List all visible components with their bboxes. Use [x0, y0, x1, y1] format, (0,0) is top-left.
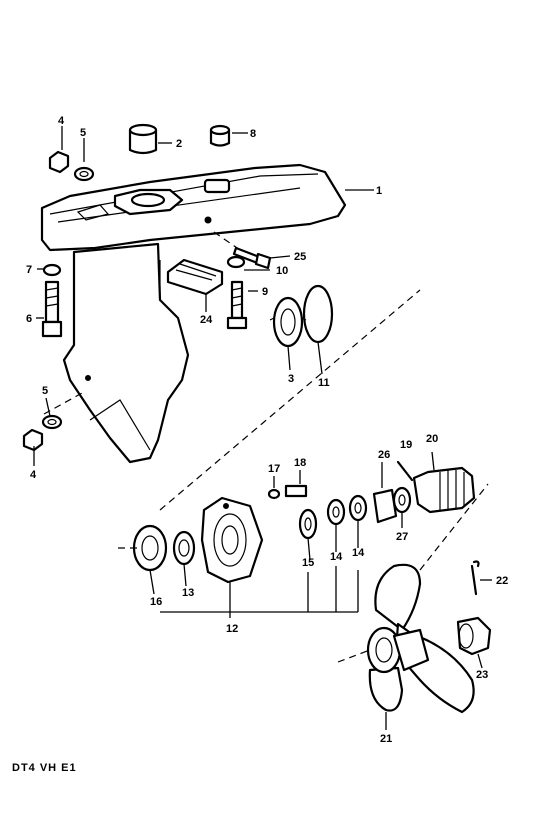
part-16-bearing-shape: [132, 524, 168, 572]
part-11-label: 11: [318, 377, 330, 389]
part-10-label: 10: [276, 265, 288, 277]
part-4-top-label: 4: [58, 115, 65, 127]
part-8-collar-shape: [209, 124, 231, 147]
drawing-code: DT4 VH E1: [12, 762, 77, 774]
assembly-centerlines: [43, 231, 489, 663]
part-9-bolt-shape: [226, 280, 248, 330]
part-26-27-sleeve-shape: [372, 486, 412, 524]
part-3-bearing-shape: [269, 296, 307, 348]
part-21-label: 21: [380, 733, 392, 745]
part-20-label: 20: [426, 433, 438, 445]
part-23-nut-shape: [456, 616, 492, 656]
part-13-label: 13: [182, 587, 194, 599]
part-1-label: 1: [376, 185, 382, 197]
part-11-o-ring-shape: [302, 284, 334, 344]
part-15-seal-shape: [298, 508, 318, 540]
gear-case-housing: [40, 163, 347, 464]
part-number-labels: 4 5 2 8 1 7 6 10 25 9 24 3 11 5 4 17 18 …: [26, 115, 508, 745]
part-15-label: 15: [302, 557, 314, 569]
part-19-label: 19: [400, 439, 412, 451]
part-14-b-label: 14: [352, 547, 365, 559]
part-24-plate-shape: [166, 258, 224, 296]
part-2-label: 2: [176, 138, 182, 150]
part-16-label: 16: [150, 596, 162, 608]
part-24-label: 24: [200, 314, 213, 326]
part-14-seals-shape: [326, 494, 368, 526]
part-18-label: 18: [294, 457, 306, 469]
part-12-label: 12: [226, 623, 238, 635]
part-5-bottom-label: 5: [42, 385, 48, 397]
part-27-label: 27: [396, 531, 408, 543]
part-14-a-label: 14: [330, 551, 343, 563]
part-17-label: 17: [268, 463, 280, 475]
part-9-label: 9: [262, 286, 268, 298]
leader-lines: [33, 126, 492, 730]
part-23-label: 23: [476, 669, 488, 681]
part-21-propeller-shape: [366, 563, 475, 714]
part-12-housing-shape: [200, 496, 264, 584]
part-7-label: 7: [26, 264, 32, 276]
part-13-ring-shape: [172, 530, 196, 566]
part-25-label: 25: [294, 251, 306, 263]
part-6-label: 6: [26, 313, 32, 325]
part-10-25-fastener: [226, 246, 272, 270]
part-19-pin-shape: [396, 460, 414, 482]
part-17-18-fastener: [267, 484, 308, 500]
part-4-5-top-fastener: [48, 150, 95, 182]
part-6-7-bolt-washer: [41, 263, 63, 338]
part-4-bottom-label: 4: [30, 469, 37, 481]
part-2-sleeve-shape: [128, 123, 158, 155]
part-26-label: 26: [378, 449, 390, 461]
part-20-spline-hub-shape: [412, 466, 476, 514]
part-8-label: 8: [250, 128, 256, 140]
part-3-label: 3: [288, 373, 294, 385]
part-5-top-label: 5: [80, 127, 86, 139]
part-22-label: 22: [496, 575, 508, 587]
part-22-cotter-pin-shape: [470, 560, 480, 596]
part-4-5-bottom-fastener: [22, 414, 63, 452]
